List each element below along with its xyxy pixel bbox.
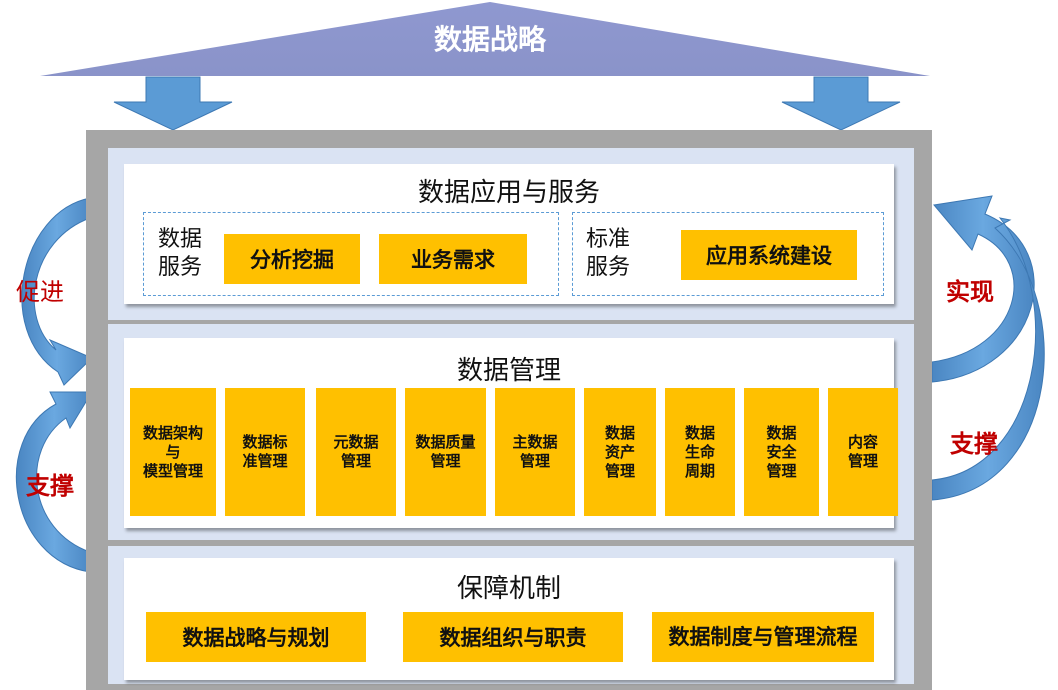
left-down-arrow <box>113 76 233 131</box>
organization-duties-box: 数据组织与职责 <box>403 612 623 662</box>
standard-service-label: 标准 服务 <box>586 226 646 282</box>
left-promote-arrow <box>21 197 93 386</box>
mgmt-metadata-box: 元数据管理 <box>316 388 396 516</box>
data-service-group <box>143 212 559 296</box>
mgmt-content-text: 内容管理 <box>847 433 878 470</box>
mgmt-asset-box: 数据资产管理 <box>584 388 656 516</box>
right-down-arrow <box>781 76 901 131</box>
standard-service-group <box>572 212 884 296</box>
promote-label: 促进 <box>16 278 64 306</box>
mgmt-lifecycle-box: 数据生命周期 <box>665 388 735 516</box>
realize-label: 实现 <box>946 278 994 306</box>
mgmt-master-text: 主数据管理 <box>512 433 558 470</box>
mgmt-master-box: 主数据管理 <box>495 388 575 516</box>
data-service-label-text: 数据 服务 <box>158 227 203 280</box>
strategy-title: 数据战略 <box>433 23 546 56</box>
standard-service-label-text: 标准 服务 <box>586 227 631 280</box>
analysis-mining-box: 分析挖掘 <box>224 234 360 284</box>
mgmt-asset-text: 数据资产管理 <box>604 423 635 480</box>
business-demand-box: 业务需求 <box>379 234 527 284</box>
application-title: 数据应用与服务 <box>417 178 600 208</box>
roof-triangle <box>40 2 930 76</box>
assurance-title: 保障机制 <box>456 574 561 604</box>
mgmt-lifecycle-text: 数据生命周期 <box>684 423 715 480</box>
support-left-label: 支撑 <box>26 472 74 500</box>
policy-process-box: 数据制度与管理流程 <box>652 612 874 662</box>
app-system-build-box: 应用系统建设 <box>681 230 857 280</box>
strategy-planning-box: 数据战略与规划 <box>146 612 366 662</box>
mgmt-standard-box: 数据标准管理 <box>225 388 305 516</box>
mgmt-security-text: 数据安全管理 <box>766 423 797 480</box>
mgmt-security-box: 数据安全管理 <box>744 388 819 516</box>
support-right-label: 支撑 <box>950 430 998 458</box>
mgmt-quality-text: 数据质量管理 <box>415 433 476 470</box>
policy-process-text: 数据制度与管理流程 <box>668 625 858 649</box>
mgmt-architecture-text: 数据架构 与 模型管理 <box>142 423 203 480</box>
right-support-arrow <box>931 217 1045 501</box>
mgmt-standard-text: 数据标准管理 <box>242 433 288 470</box>
mgmt-content-box: 内容管理 <box>828 388 898 516</box>
mgmt-architecture-box: 数据架构 与 模型管理 <box>130 388 216 516</box>
left-support-arrow <box>15 391 93 573</box>
mgmt-metadata-text: 元数据管理 <box>333 433 379 470</box>
management-title: 数据管理 <box>456 356 561 386</box>
data-service-label: 数据 服务 <box>158 226 218 282</box>
mgmt-quality-box: 数据质量管理 <box>405 388 486 516</box>
